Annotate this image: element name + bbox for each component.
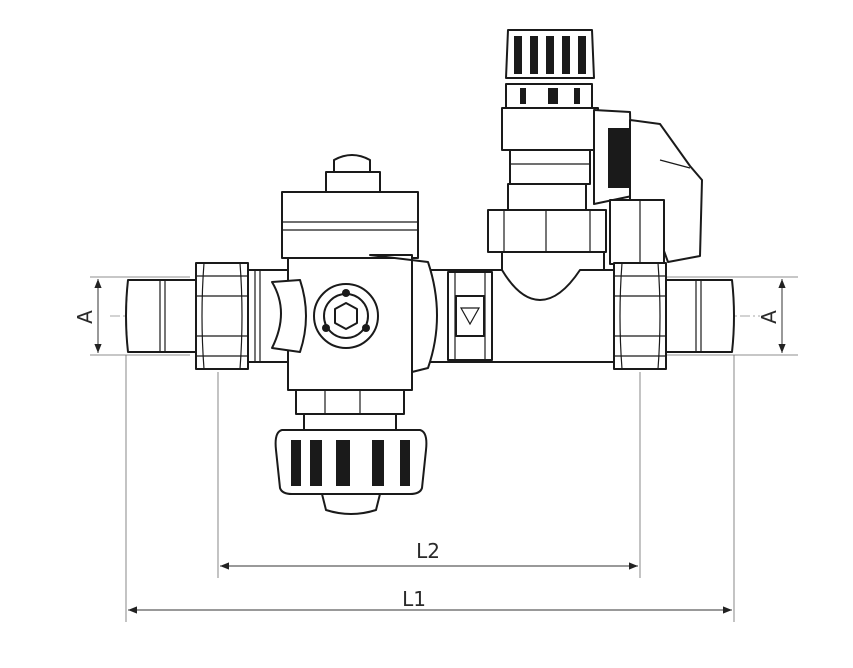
extension-lines (90, 276, 798, 622)
flow-arrow-icon (459, 307, 481, 326)
right-union-nut (613, 262, 667, 370)
check-valve-segment (447, 271, 493, 361)
drain-knob (274, 429, 428, 515)
dim-l1-label: L1 (402, 587, 426, 611)
dim-a-right-label: A (757, 310, 781, 324)
pressure-relief-valve (501, 29, 599, 211)
right-pipe-end (665, 279, 735, 353)
left-pipe-end (125, 279, 197, 353)
dimension-a-left: A (73, 279, 102, 353)
rotary-valve (271, 279, 379, 353)
dimension-l1: L1 (128, 587, 732, 614)
discharge-outlet (593, 109, 703, 265)
filter-top-cap (281, 154, 419, 259)
housing-right-shoulder (369, 254, 438, 373)
left-union-nut (195, 262, 249, 370)
dim-a-left-label: A (73, 310, 97, 324)
dimension-a-right: A (757, 279, 786, 353)
dim-l2-label: L2 (416, 539, 440, 563)
dimension-l2: L2 (220, 539, 638, 570)
tee-reducer (487, 209, 607, 301)
